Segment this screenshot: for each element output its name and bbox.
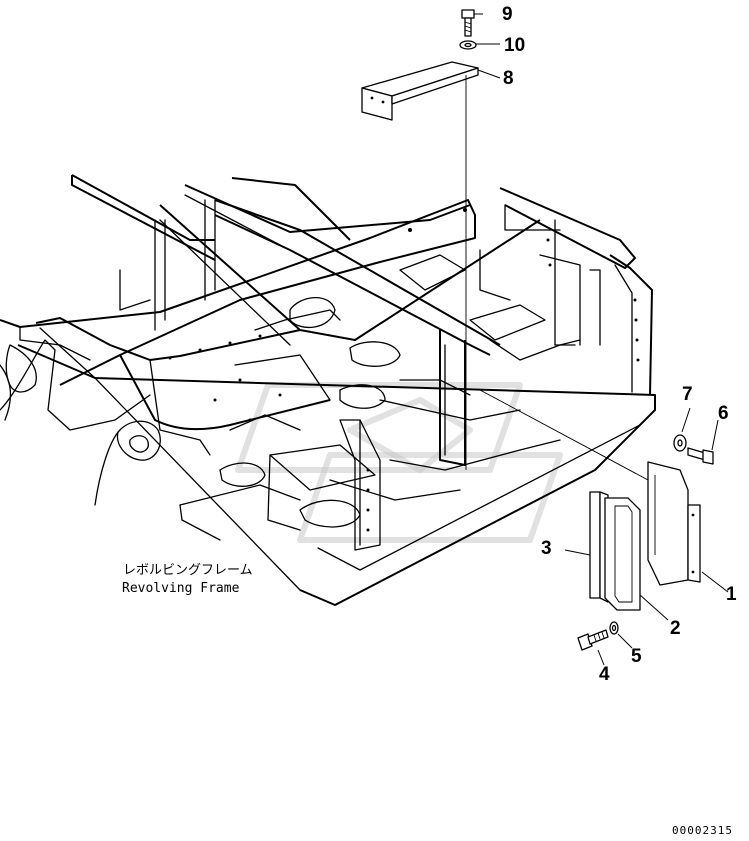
callout-5: 5 bbox=[631, 646, 642, 667]
callout-2: 2 bbox=[670, 618, 681, 639]
part-1-plate bbox=[647, 461, 701, 586]
callout-6: 6 bbox=[718, 403, 729, 424]
part-2-spacer bbox=[604, 497, 641, 611]
leader-lines bbox=[474, 13, 729, 666]
part-4-bolt bbox=[577, 629, 609, 651]
part-10-washer bbox=[459, 40, 477, 50]
caption-english: Revolving Frame bbox=[122, 581, 240, 596]
document-number: 00002315 bbox=[672, 824, 733, 837]
watermark-logo bbox=[235, 382, 563, 543]
callout-7: 7 bbox=[682, 384, 693, 405]
caption-japanese: レボルビングフレーム bbox=[123, 563, 253, 578]
part-5-washer bbox=[609, 621, 619, 635]
callout-3: 3 bbox=[541, 538, 552, 559]
part-7-washer bbox=[673, 434, 687, 452]
part-9-bolt bbox=[461, 9, 475, 37]
callout-1: 1 bbox=[726, 584, 737, 605]
callout-8: 8 bbox=[503, 68, 514, 89]
callout-9: 9 bbox=[502, 4, 513, 25]
revolving-frame-drawing bbox=[0, 174, 656, 606]
part-6-bolt bbox=[687, 447, 714, 465]
callout-10: 10 bbox=[504, 35, 525, 56]
callout-4: 4 bbox=[599, 664, 610, 685]
part-8-cover-bracket bbox=[361, 61, 479, 470]
